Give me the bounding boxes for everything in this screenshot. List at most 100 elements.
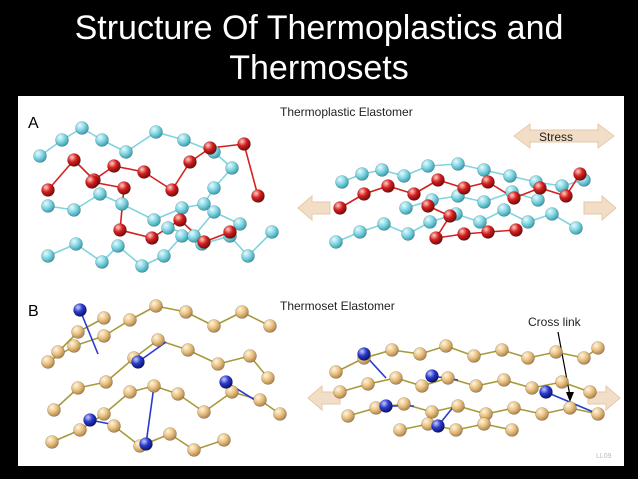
thermoplastic-molecule-cyan [503,169,517,183]
thermoplastic-molecule-cyan [149,125,163,139]
thermoplastic-molecule-red [533,181,547,195]
thermoplastic-molecule-cyan [265,225,279,239]
thermoset-molecule [591,341,605,355]
thermoset-molecule [253,393,267,407]
thermoplastic-molecule-red [165,183,179,197]
thermoplastic-molecule-cyan [33,149,47,163]
thermoplastic-molecule-red [429,231,443,245]
thermoplastic-molecule-red [173,213,187,227]
thermoset-molecule [591,407,605,421]
thermoplastic-molecule-red [145,231,159,245]
thermoplastic-molecule-cyan [197,197,211,211]
thermoplastic-molecule-cyan [187,229,201,243]
thermoplastic-molecule-cyan [375,163,389,177]
thermoset-molecule [97,329,111,343]
thermoplastic-molecule-cyan [451,157,465,171]
thermoset-molecule [261,371,275,385]
thermoplastic-molecule-red [407,187,421,201]
thermoplastic-molecule-red [197,235,211,249]
thermoplastic-molecule-cyan [521,215,535,229]
thermoplastic-molecule-red [67,153,81,167]
thermoplastic-molecule-red [559,189,573,203]
thermoset-molecule [361,377,375,391]
thermoplastic-molecule-cyan [497,203,511,217]
thermoset-molecule [171,387,185,401]
thermoset-molecule [187,443,201,457]
thermoplastic-molecule-red [203,141,217,155]
thermoset-molecule [385,343,399,357]
thermoplastic-molecule-cyan [207,205,221,219]
thermoplastic-molecule-red [457,227,471,241]
thermoplastic-molecule-cyan [569,221,583,235]
thermoset-molecule [273,407,287,421]
polymer-structure-diagram: A Thermoplastic Elastomer B Thermoset El… [28,105,621,460]
watermark: LL09 [596,453,612,460]
panel-b-label: Thermoset Elastomer [280,299,395,313]
thermoplastic-molecule-cyan [473,215,487,229]
thermoset-molecule [71,381,85,395]
thermoset-molecule [41,355,55,369]
thermoplastic-molecule-cyan [353,225,367,239]
thermoset-molecule [389,371,403,385]
thermoset-molecule [583,385,597,399]
thermoset-molecule [225,385,239,399]
thermoset-molecule [393,423,407,437]
thermoset-molecule [45,435,59,449]
thermoset-molecule [449,423,463,437]
thermoplastic-molecule-cyan [207,181,221,195]
thermoplastic-molecule-cyan [115,197,129,211]
thermoset-molecule [151,333,165,347]
thermoplastic-chain-red-bond [47,159,75,191]
thermoplastic-molecule-cyan [545,207,559,221]
thermoset-molecule [497,373,511,387]
crosslink-molecule [219,375,233,389]
thermoplastic-molecule-red [237,137,251,151]
thermoplastic-molecule-cyan [477,163,491,177]
crosslink-molecule [379,399,393,413]
thermoplastic-molecule-cyan [477,195,491,209]
thermoset-molecule [505,423,519,437]
thermoset-molecule [555,375,569,389]
molecular-chains [33,121,605,457]
thermoset-molecule [507,401,521,415]
thermoplastic-molecule-cyan [119,145,133,159]
crosslink-label: Cross link [528,315,582,329]
thermoplastic-molecule-red [573,167,587,181]
thermoplastic-molecule-red [223,225,237,239]
thermoset-molecule [333,385,347,399]
thermoset-molecule [263,319,277,333]
thermoplastic-molecule-red [137,165,151,179]
thermoplastic-molecule-red [421,199,435,213]
thermoset-molecule [521,351,535,365]
thermoset-molecule [477,417,491,431]
thermoplastic-molecule-cyan [175,201,189,215]
thermoplastic-molecule-red [457,181,471,195]
thermoplastic-molecule-cyan [69,237,83,251]
thermoset-molecule [577,351,591,365]
stress-arrow-right-a [583,194,617,222]
crosslink-molecule [357,347,371,361]
thermoplastic-molecule-cyan [399,201,413,215]
stress-arrow-top [513,123,615,149]
thermoplastic-chain-red-bond [243,143,259,197]
crosslink-pointer-arrowhead [566,392,574,402]
thermoset-molecule [123,313,137,327]
thermoplastic-molecule-cyan [421,159,435,173]
thermoset-molecule [181,343,195,357]
thermoset-molecule [217,433,231,447]
thermoset-molecule [163,427,177,441]
thermoplastic-molecule-cyan [355,167,369,181]
thermoplastic-molecule-cyan [75,121,89,135]
thermoset-molecule [51,345,65,359]
thermoplastic-molecule-cyan [161,221,175,235]
thermoset-molecule [73,423,87,437]
thermoset-molecule [243,349,257,363]
thermoset-molecule [179,305,193,319]
crosslink-pointer-line [557,331,571,397]
thermoplastic-molecule-cyan [95,133,109,147]
thermoplastic-molecule-cyan [175,229,189,243]
thermoplastic-molecule-cyan [67,203,81,217]
thermoset-molecule [439,339,453,353]
thermoplastic-molecule-red [251,189,265,203]
thermoplastic-molecule-cyan [41,249,55,263]
